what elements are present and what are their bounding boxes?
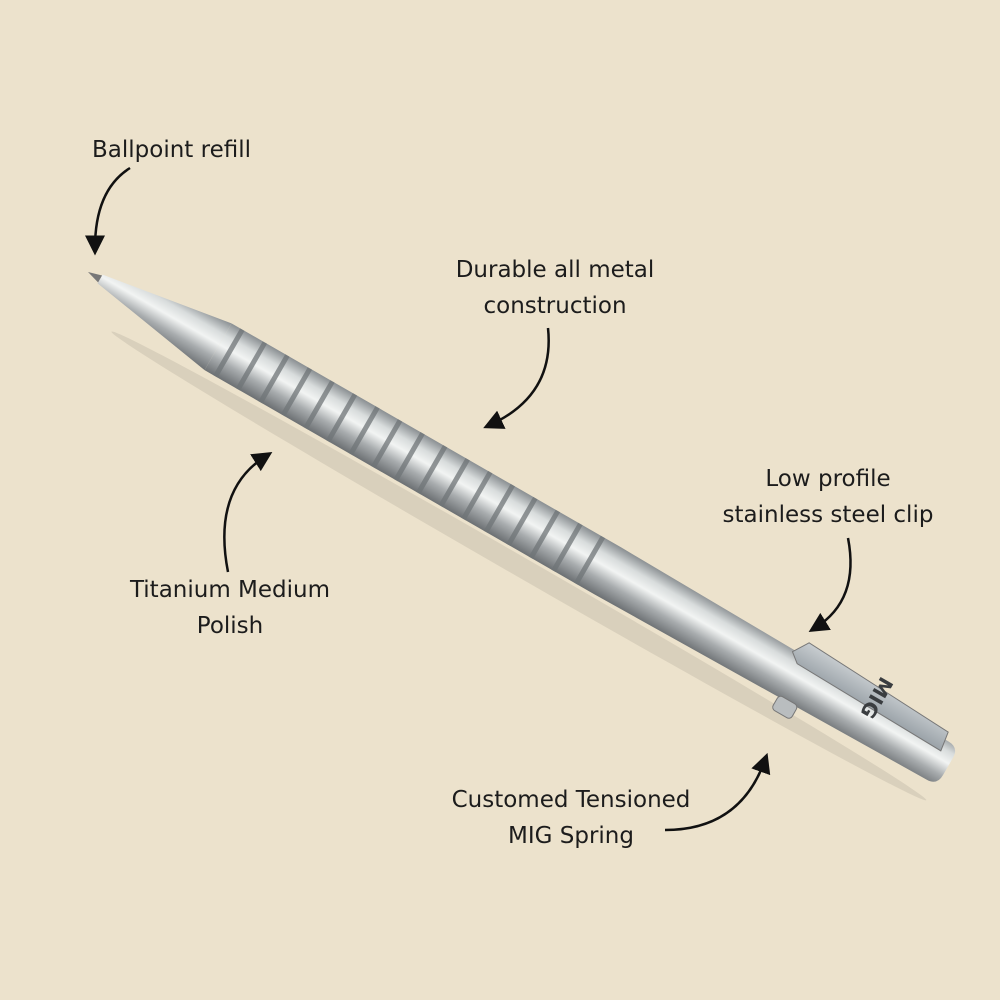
- arrow-spring: [664, 752, 771, 832]
- grip-ring: [371, 419, 403, 469]
- grip-ring: [325, 393, 358, 443]
- callout-construction-line1: Durable all metal: [455, 257, 655, 283]
- grip-ring: [438, 457, 470, 508]
- grip-ring: [483, 483, 515, 534]
- grip-ring: [258, 354, 290, 404]
- grip-ring: [235, 341, 268, 391]
- callout-finish-line1: Titanium Medium: [129, 577, 331, 603]
- callout-refill-text: Ballpoint refill: [92, 137, 251, 163]
- grip-ring: [416, 444, 448, 495]
- pen-cone: [97, 274, 232, 371]
- grip-ring: [573, 535, 606, 586]
- grip-ring: [280, 367, 313, 417]
- callout-spring-line2: MIG Spring: [508, 823, 634, 849]
- callout-clip-line2: stainless steel clip: [722, 502, 934, 528]
- grip-ring: [348, 406, 380, 456]
- pen-barrel: [204, 323, 956, 782]
- callout-spring-line1: Customed Tensioned: [451, 787, 691, 813]
- arrow-refill: [85, 166, 131, 256]
- callout-clip-line1: Low profile: [765, 466, 891, 492]
- callout-construction-line2: construction: [483, 293, 627, 319]
- pocket-clip: [791, 642, 949, 752]
- arrow-finish: [223, 452, 273, 573]
- pen: MIG: [88, 272, 956, 801]
- callout-finish-line2: Polish: [196, 613, 264, 639]
- callout-refill: Ballpoint refill: [92, 132, 251, 168]
- callout-arrows: [85, 166, 852, 832]
- callout-finish: Titanium Medium Polish: [110, 572, 350, 644]
- callout-construction: Durable all metal construction: [435, 252, 675, 324]
- grip-ring: [303, 380, 335, 430]
- grip-ring: [213, 328, 245, 378]
- grip-ring: [528, 509, 561, 560]
- arrow-clip: [808, 537, 852, 632]
- callout-spring: Customed Tensioned MIG Spring: [428, 782, 714, 854]
- spring-button: [772, 695, 798, 719]
- grip-rings: [213, 328, 606, 586]
- callout-clip: Low profile stainless steel clip: [698, 461, 958, 533]
- grip-ring: [551, 522, 583, 573]
- grip-ring: [506, 496, 538, 547]
- grip-ring: [461, 470, 493, 521]
- grip-ring: [393, 432, 425, 482]
- pen-tip: [88, 272, 103, 283]
- arrow-construction: [483, 327, 550, 429]
